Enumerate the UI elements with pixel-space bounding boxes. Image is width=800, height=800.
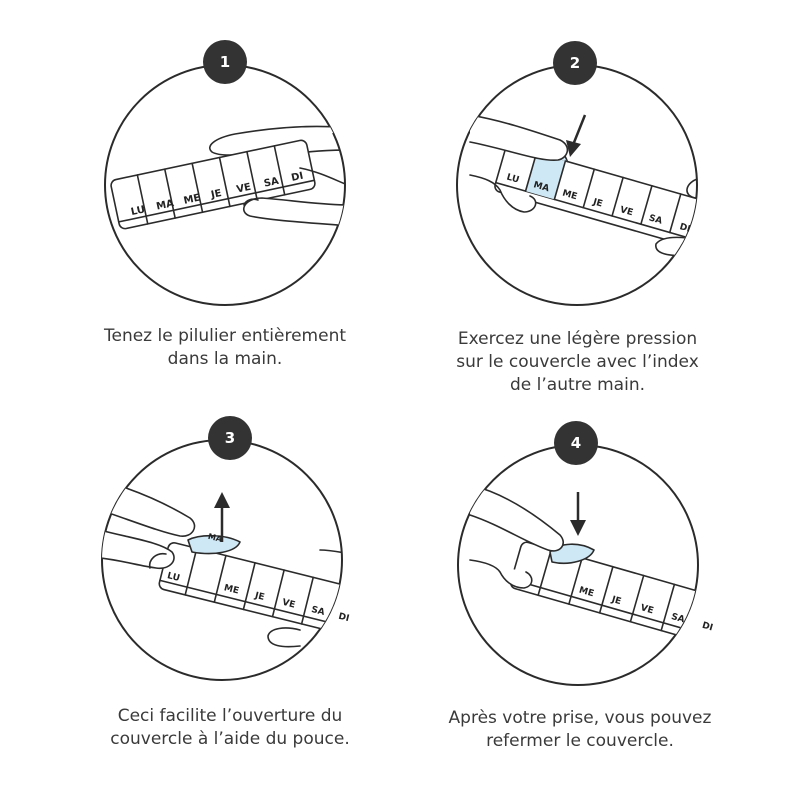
step-2-caption: Exercez une légère pression sur le couve… [410,328,745,397]
caption-line: Ceci facilite l’ouverture du [60,705,400,728]
caption-line: Tenez le pilulier entièrement [60,325,390,348]
caption-line: dans la main. [60,348,390,371]
caption-line: sur le couvercle avec l’index [410,351,745,374]
step-1: LU MA ME JE VE SA DI 1 Tenez le pilulier… [0,0,400,400]
step-4-number-badge: 4 [554,421,598,465]
step-4-caption: Après votre prise, vous pouvez refermer … [410,707,750,753]
step-2-number-badge: 2 [553,41,597,85]
day-label: DI [701,621,714,634]
step-1-number-badge: 1 [203,40,247,84]
step-1-caption: Tenez le pilulier entièrement dans la ma… [60,325,390,371]
day-label: DI [337,612,350,624]
caption-line: couvercle à l’aide du pouce. [60,728,400,751]
step-4: ME JE VE SA DI 4 Après votre prise, vous… [400,400,800,800]
caption-line: Après votre prise, vous pouvez [410,707,750,730]
step-3-number-badge: 3 [208,416,252,460]
step-2: LU MA ME JE VE SA DI 2 Exercez une légèr… [400,0,800,400]
step-3: LU MA ME JE VE SA DI 3 Ceci facilite l’o… [0,400,400,800]
caption-line: de l’autre main. [410,374,745,397]
caption-line: refermer le couvercle. [410,730,750,753]
caption-line: Exercez une légère pression [410,328,745,351]
step-3-caption: Ceci facilite l’ouverture du couvercle à… [60,705,400,751]
